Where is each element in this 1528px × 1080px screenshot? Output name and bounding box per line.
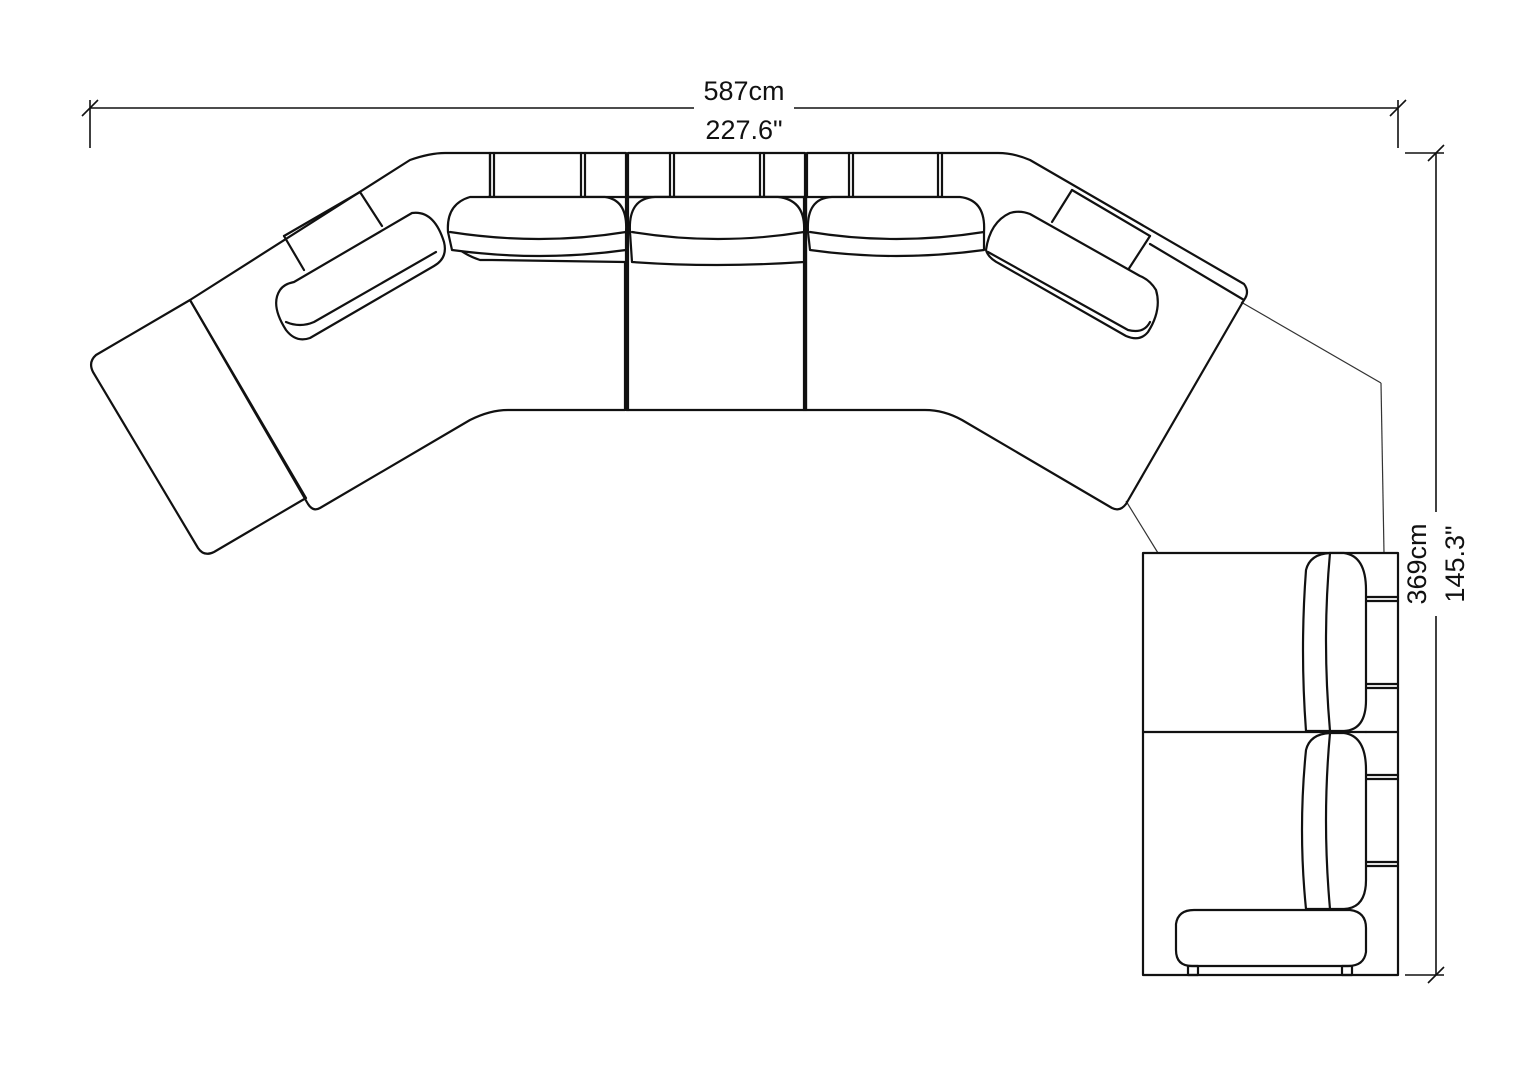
left-back-cushion: [275, 211, 446, 341]
right-back-cushion: [984, 210, 1159, 340]
top-back-rail: [488, 151, 944, 199]
right-angled-backrest: [984, 188, 1159, 340]
left-angled-seat-module: [188, 151, 627, 511]
left-backrest-divider-a: [282, 234, 306, 272]
left-backrest-divider-b: [358, 190, 384, 228]
armrest-foot-right: [1340, 964, 1354, 977]
right-backrest-inner: [1070, 188, 1152, 238]
right-return-outline: [1141, 551, 1400, 977]
width-tick-left: [81, 99, 99, 117]
left-angled-seat-outline: [188, 151, 627, 511]
depth-metric-label: 369cm: [1402, 523, 1432, 604]
armrest-foot-left: [1186, 964, 1200, 977]
back-cushion-3-seam: [808, 230, 986, 241]
left-back-cushion-seam: [284, 250, 438, 327]
back-cushion-1: [446, 195, 628, 258]
back-cushion-1-seam: [448, 230, 628, 241]
width-dimension: 587cm 227.6": [81, 72, 1407, 148]
back-rail-seat2: [626, 151, 807, 199]
back-cushion-2: [628, 195, 806, 267]
side-back-cushion-upper-seam: [1324, 551, 1332, 733]
right-back-rail-outer: [940, 151, 1249, 302]
side-back-cushion-upper: [1301, 551, 1368, 733]
right-angled-seat-outline: [804, 195, 1246, 511]
guide-inner-diagonal: [1125, 500, 1159, 554]
back-rail-seat1: [488, 151, 628, 199]
guide-outer-diagonal: [1240, 301, 1382, 384]
left-backrest-inner: [282, 190, 362, 238]
depth-dimension: 369cm 145.3": [1400, 144, 1472, 984]
width-metric-label: 587cm: [703, 76, 784, 106]
depth-tick-top: [1427, 144, 1445, 162]
right-backrest-divider-b: [1126, 234, 1152, 272]
depth-tick-bottom: [1427, 966, 1445, 984]
chaise-longue-module: [89, 298, 308, 555]
width-imperial-label: 227.6": [705, 115, 782, 145]
side-back-cushion-lower: [1300, 731, 1368, 911]
width-tick-right: [1389, 99, 1407, 117]
back-cushion-3: [806, 195, 986, 258]
back-rail-seat3: [805, 151, 944, 199]
right-backrest-divider-a: [1050, 188, 1074, 224]
back-cushion-2-seam: [630, 230, 806, 241]
chaise-longue-outline: [89, 298, 308, 555]
width-label-mask: [694, 72, 794, 142]
guide-outer-vertical: [1380, 382, 1385, 554]
depth-imperial-label: 145.3": [1440, 525, 1470, 602]
armrest-cushion: [1174, 908, 1368, 968]
right-back-cushion-seam: [986, 250, 1152, 333]
right-return-module: [1141, 551, 1400, 977]
middle-seats: [446, 151, 1249, 511]
assembly-guides: [1125, 301, 1385, 554]
depth-label-mask: [1400, 512, 1472, 616]
side-back-cushion-lower-seam: [1324, 731, 1332, 911]
